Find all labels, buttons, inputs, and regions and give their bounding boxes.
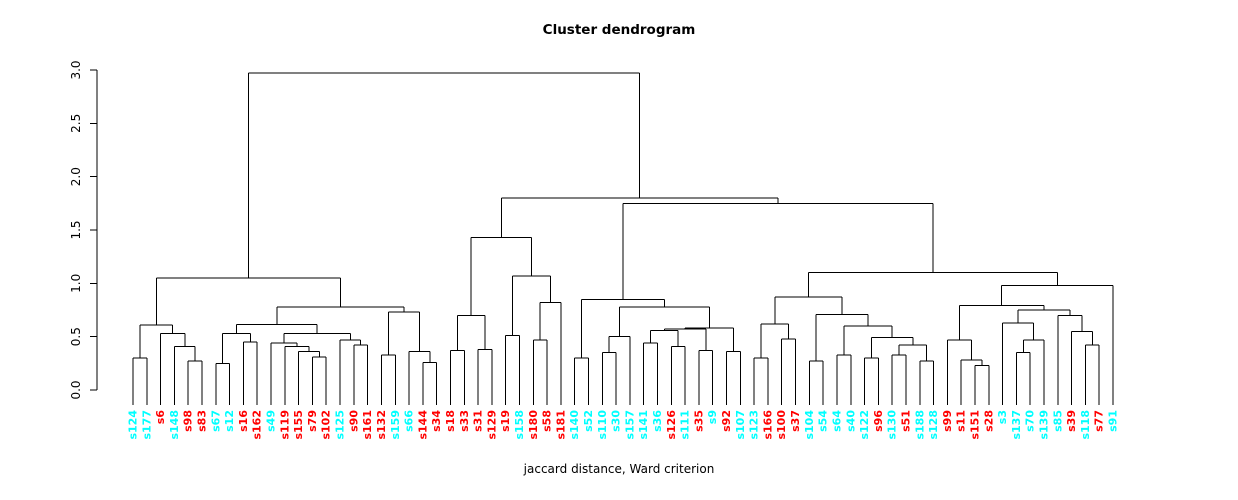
leaf-label: s132 xyxy=(375,410,388,440)
leaf-label: s51 xyxy=(899,410,912,432)
x-axis-label: jaccard distance, Ward criterion xyxy=(523,462,715,476)
y-tick-label: 2.0 xyxy=(69,167,83,186)
leaf-label: s162 xyxy=(251,410,264,440)
leaf-label: s130 xyxy=(886,410,899,440)
leaf-label: s126 xyxy=(665,410,678,440)
leaf-label: s66 xyxy=(403,410,416,432)
leaf-label: s124 xyxy=(127,410,140,440)
leaf-label: s157 xyxy=(623,410,636,440)
leaf-label: s70 xyxy=(1024,410,1037,432)
leaf-label: s139 xyxy=(1037,410,1050,440)
leaf-label: s39 xyxy=(1065,410,1078,432)
leaf-label: s58 xyxy=(541,410,554,432)
leaf-label: s119 xyxy=(278,410,291,440)
y-tick-label: 3.0 xyxy=(69,60,83,79)
leaf-label: s102 xyxy=(320,410,333,440)
leaf-label: s151 xyxy=(968,410,981,440)
leaf-label: s64 xyxy=(830,410,843,432)
leaf-label: s77 xyxy=(1093,410,1106,432)
leaf-label: s140 xyxy=(568,410,581,440)
leaf-label: s12 xyxy=(223,410,236,432)
leaf-label: s137 xyxy=(1010,410,1023,440)
leaf-label: s19 xyxy=(499,410,512,432)
leaf-label: s34 xyxy=(430,410,443,432)
leaf-label: s92 xyxy=(720,410,733,432)
leaf-label: s16 xyxy=(237,410,250,432)
leaf-label: s30 xyxy=(610,410,623,432)
leaf-label: s96 xyxy=(872,410,885,432)
leaf-label: s141 xyxy=(637,410,650,440)
leaf-label: s181 xyxy=(554,410,567,440)
leaf-label: s33 xyxy=(458,410,471,432)
leaf-label: s49 xyxy=(265,410,278,432)
y-tick-label: 0.5 xyxy=(69,327,83,346)
leaf-label: s128 xyxy=(927,410,940,440)
y-tick-label: 2.5 xyxy=(69,114,83,133)
leaf-label: s91 xyxy=(1107,410,1120,432)
leaf-label: s129 xyxy=(485,410,498,440)
leaf-label: s111 xyxy=(679,410,692,440)
leaf-label: s98 xyxy=(182,410,195,432)
leaf-label: s100 xyxy=(775,410,788,440)
leaf-label: s122 xyxy=(858,410,871,440)
leaf-label: s110 xyxy=(596,410,609,440)
leaf-label: s180 xyxy=(527,410,540,440)
leaf-label: s6 xyxy=(154,410,167,425)
leaf-label: s35 xyxy=(692,410,705,432)
leaf-label: s159 xyxy=(389,410,402,440)
leaf-label: s99 xyxy=(941,410,954,432)
leaf-label: s3 xyxy=(996,410,1009,424)
leaf-label: s52 xyxy=(582,410,595,432)
leaf-label: s9 xyxy=(706,410,719,424)
leaf-label: s36 xyxy=(651,410,664,432)
leaf-label: s158 xyxy=(513,410,526,440)
leaf-label: s144 xyxy=(416,410,429,440)
leaf-label: s161 xyxy=(361,410,374,440)
leaf-label: s54 xyxy=(817,410,830,432)
leaf-label: s125 xyxy=(334,410,347,440)
leaf-label: s28 xyxy=(982,410,995,432)
leaf-label: s188 xyxy=(913,410,926,440)
leaf-label: s31 xyxy=(472,410,485,432)
leaf-label: s37 xyxy=(789,410,802,432)
leaf-label: s11 xyxy=(955,410,968,432)
chart-title: Cluster dendrogram xyxy=(542,22,696,38)
leaf-label: s79 xyxy=(306,410,319,432)
y-tick-label: 0.0 xyxy=(69,380,83,399)
leaf-label: s177 xyxy=(140,410,153,440)
leaf-label: s118 xyxy=(1079,410,1092,440)
leaf-label: s85 xyxy=(1051,410,1064,432)
leaf-label: s18 xyxy=(444,410,457,432)
y-tick-label: 1.0 xyxy=(69,274,83,293)
leaf-label: s104 xyxy=(803,410,816,440)
leaf-label: s148 xyxy=(168,410,181,440)
leaf-label: s166 xyxy=(761,410,774,440)
leaf-label: s83 xyxy=(196,410,209,432)
leaf-label: s123 xyxy=(748,410,761,440)
leaf-label: s107 xyxy=(734,410,747,440)
leaf-label: s67 xyxy=(209,410,222,432)
y-tick-label: 1.5 xyxy=(69,220,83,239)
leaf-label: s155 xyxy=(292,410,305,440)
leaf-label: s40 xyxy=(844,410,857,432)
leaf-label: s90 xyxy=(347,410,360,432)
